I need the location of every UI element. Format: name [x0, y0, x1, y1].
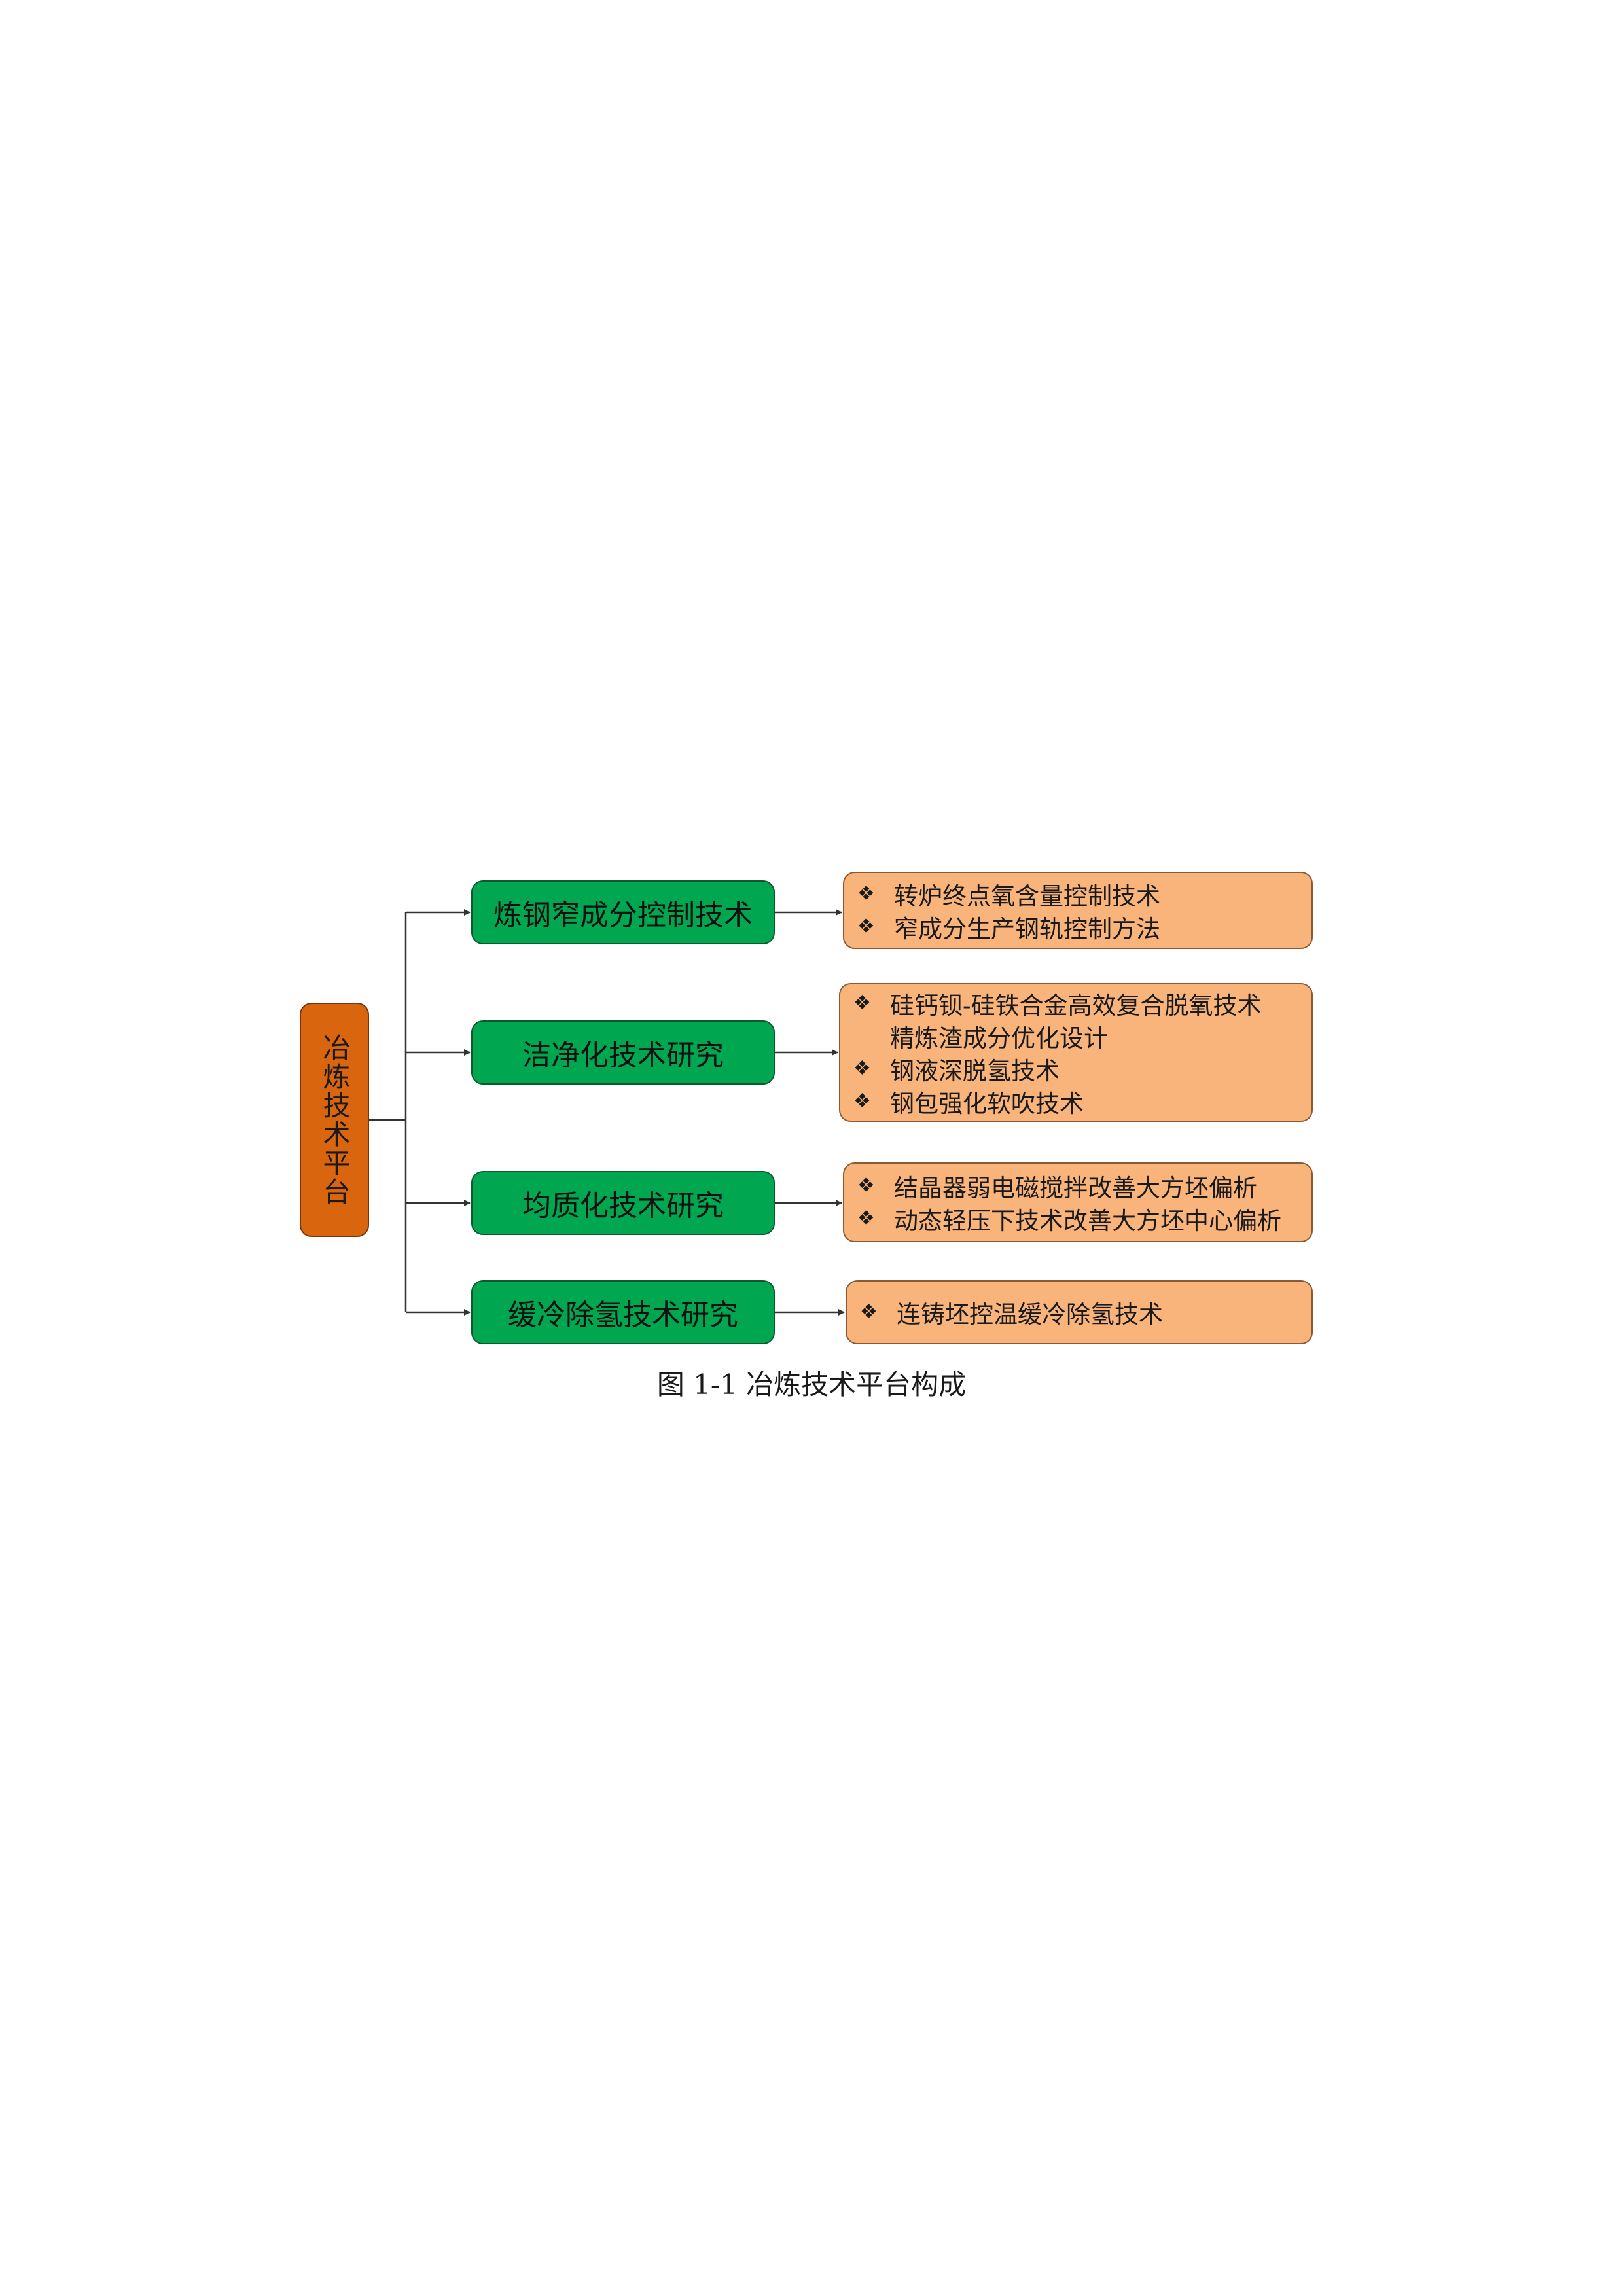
list-item-text: 动态轻压下技术改善大方坯中心偏析: [894, 1207, 1281, 1235]
diamond-bullet-icon: ❖: [857, 1174, 875, 1197]
list-item: ❖ 结晶器弱电磁搅拌改善大方坯偏析: [857, 1170, 1311, 1202]
list-item-text: 结晶器弱电磁搅拌改善大方坯偏析: [894, 1174, 1257, 1202]
branch-node-label: 缓冷除氢技术研究: [508, 1299, 738, 1332]
branch-node-label: 均质化技术研究: [522, 1189, 724, 1223]
branch-node-1: 炼钢窄成分控制技术: [471, 880, 775, 944]
diamond-bullet-icon: ❖: [853, 992, 871, 1014]
diamond-bullet-icon: ❖: [853, 1057, 871, 1080]
branch-node-label: 洁净化技术研究: [522, 1039, 724, 1072]
list-item: ❖ 硅钙钡-硅铁合金高效复合脱氧技术: [853, 987, 1311, 1020]
list-item: ❖ 钢包强化软吹技术: [853, 1085, 1311, 1118]
list-item: ❖ 钢液深脱氢技术: [853, 1052, 1311, 1085]
list-item-text: 硅钙钡-硅铁合金高效复合脱氧技术: [890, 992, 1262, 1020]
list-item-text: 转炉终点氧含量控制技术: [894, 882, 1160, 910]
root-node-label: 冶炼技术平台: [319, 1033, 351, 1206]
list-item: ❖ 窄成分生产钢轨控制方法: [857, 910, 1311, 943]
branch-node-3: 均质化技术研究: [471, 1171, 775, 1235]
branch-node-4: 缓冷除氢技术研究: [471, 1280, 775, 1344]
figure-caption: 图 1-1 冶炼技术平台构成: [656, 1369, 967, 1401]
diamond-bullet-icon: ❖: [857, 915, 875, 938]
list-item: 精炼渣成分优化设计: [853, 1020, 1311, 1052]
leaf-box-4: ❖ 连铸坯控温缓冷除氢技术: [846, 1280, 1313, 1344]
list-item-text: 钢包强化软吹技术: [890, 1090, 1084, 1118]
diamond-bullet-icon: ❖: [857, 882, 875, 905]
list-item-text: 窄成分生产钢轨控制方法: [894, 915, 1160, 943]
list-item: ❖ 连铸坯控温缓冷除氢技术: [860, 1296, 1311, 1329]
list-item-text: 钢液深脱氢技术: [890, 1057, 1060, 1085]
diamond-bullet-icon: ❖: [857, 1207, 875, 1230]
branch-node-label: 炼钢窄成分控制技术: [493, 899, 753, 932]
list-item: ❖ 转炉终点氧含量控制技术: [857, 878, 1311, 910]
root-node: 冶炼技术平台: [300, 1003, 369, 1237]
list-item: ❖ 动态轻压下技术改善大方坯中心偏析: [857, 1202, 1311, 1235]
diamond-bullet-icon: ❖: [853, 1090, 871, 1113]
diamond-bullet-icon: ❖: [860, 1300, 878, 1323]
list-item-text: 连铸坯控温缓冷除氢技术: [897, 1300, 1163, 1329]
leaf-box-3: ❖ 结晶器弱电磁搅拌改善大方坯偏析 ❖ 动态轻压下技术改善大方坯中心偏析: [843, 1162, 1313, 1242]
leaf-box-1: ❖ 转炉终点氧含量控制技术 ❖ 窄成分生产钢轨控制方法: [843, 872, 1313, 949]
list-item-text: 精炼渣成分优化设计: [890, 1024, 1108, 1052]
leaf-box-2: ❖ 硅钙钡-硅铁合金高效复合脱氧技术 精炼渣成分优化设计 ❖ 钢液深脱氢技术 ❖…: [839, 983, 1313, 1122]
branch-node-2: 洁净化技术研究: [471, 1020, 775, 1085]
